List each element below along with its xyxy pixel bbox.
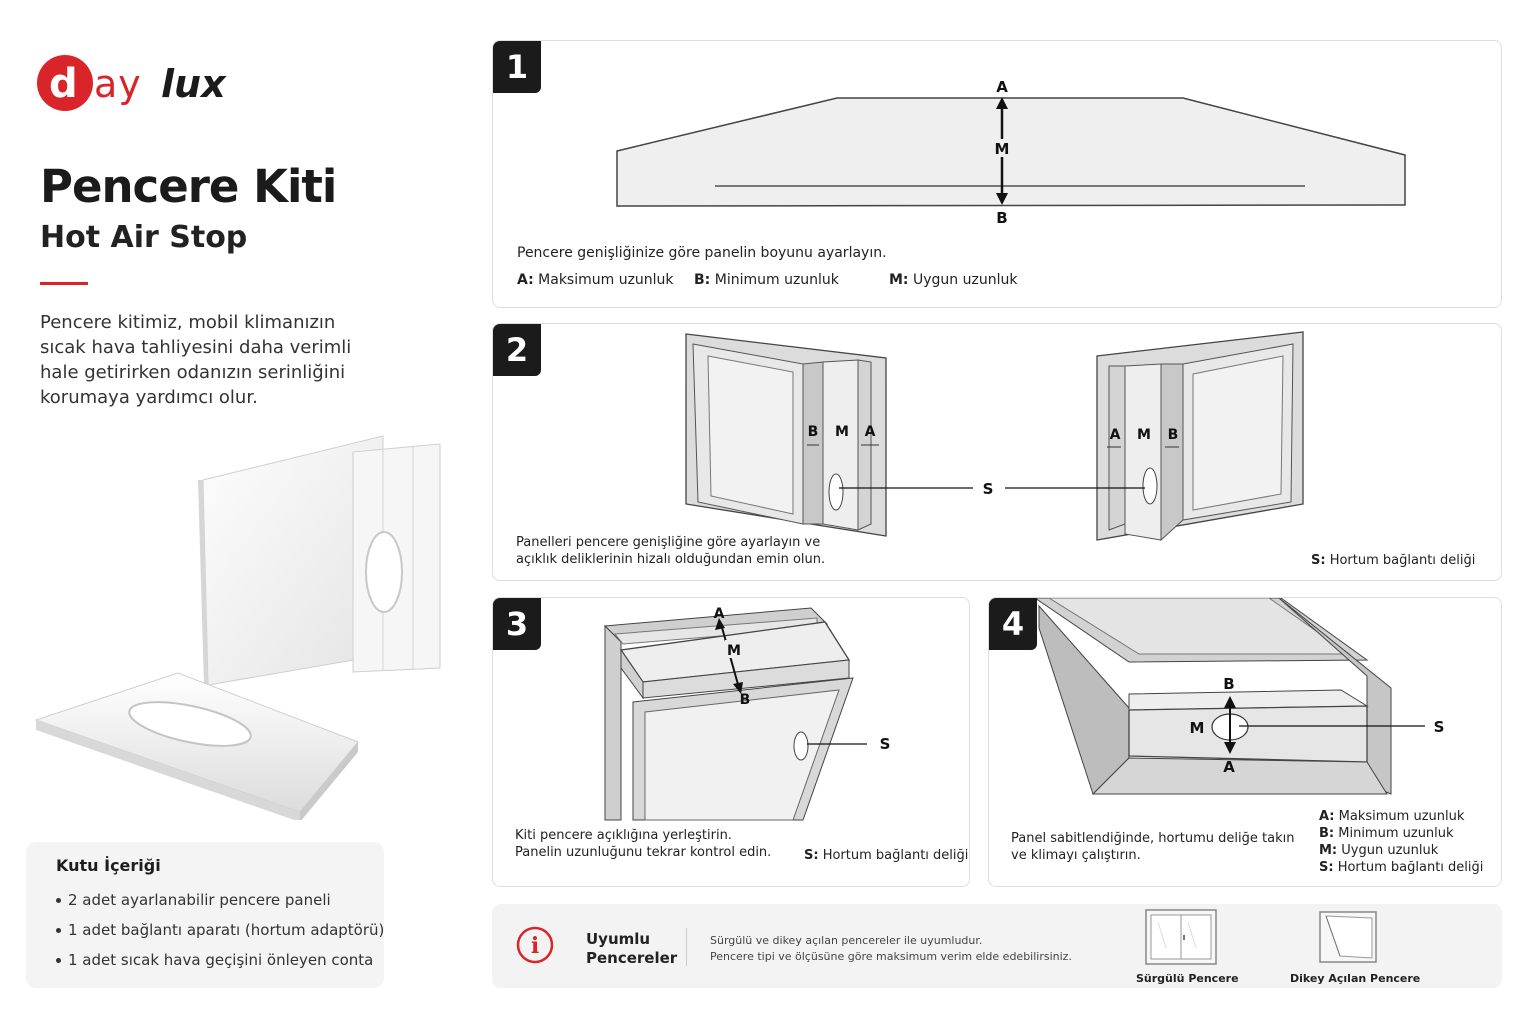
step-4-legend: A: Maksimum uzunluk B: Minimum uzunluk M… <box>1319 809 1484 875</box>
step-1-card: A M B 1 Pencere genişliğinize göre panel… <box>492 40 1502 308</box>
svg-text:B: B <box>808 424 819 440</box>
step-2-legend-s: S: Hortum bağlantı deliği <box>1311 553 1476 568</box>
step-4-card: B M A S 4 Panel sabitlendiğinde, hortumu… <box>988 597 1502 887</box>
compat-title: Uyumlu Pencereler <box>586 930 678 967</box>
svg-text:B: B <box>1223 675 1234 693</box>
step-4-diagram: B M A S <box>1034 598 1445 795</box>
logo-d-letter: d <box>49 61 78 107</box>
sliding-window-icon <box>1145 909 1217 965</box>
step-number: 4 <box>989 598 1037 650</box>
step-3-legend-s: S: Hortum bağlantı deliği <box>804 848 969 863</box>
svg-text:M: M <box>835 424 849 440</box>
svg-text:S: S <box>880 735 891 753</box>
brand-logo: d ay lux <box>36 50 266 116</box>
compatibility-bar: i Uyumlu Pencereler Sürgülü ve dikey açı… <box>492 904 1502 988</box>
step-3-instruction: Kiti pencere açıklığına yerleştirin. Pan… <box>515 828 772 860</box>
box-contents-list: 2 adet ayarlanabilir pencere paneli 1 ad… <box>56 885 384 975</box>
box-contents-heading: Kutu İçeriği <box>56 856 161 875</box>
svg-text:A: A <box>714 606 725 622</box>
svg-text:M: M <box>1190 719 1205 737</box>
step-1-diagram: A M B <box>616 78 1406 227</box>
product-image <box>28 430 468 822</box>
logo-red-circle <box>37 55 93 111</box>
page-subtitle: Hot Air Stop <box>40 220 248 255</box>
product-description: Pencere kitimiz, mobil klimanızın sıcak … <box>40 312 352 408</box>
vertical-window-icon <box>1319 911 1377 963</box>
step-2-instruction: Panelleri pencere genişliğine göre ayarl… <box>516 535 826 567</box>
step-1-legend-b: B: Minimum uzunluk <box>694 272 839 288</box>
logo-text-lux: lux <box>161 62 227 106</box>
label-a: A <box>996 78 1008 96</box>
label-b: B <box>996 209 1007 227</box>
step-1-legend-m: M: Uygun uzunluk <box>889 272 1018 288</box>
step-number: 2 <box>493 324 541 376</box>
logo-text-day: ay <box>94 62 142 106</box>
vertical-window-label: Dikey Açılan Pencere <box>1290 972 1421 985</box>
label-m: M <box>995 140 1010 158</box>
step-3-diagram: A M B S <box>603 606 891 821</box>
svg-text:S: S <box>1434 718 1445 736</box>
svg-text:A: A <box>1110 427 1121 443</box>
svg-text:M: M <box>1137 427 1151 443</box>
info-icon: i <box>516 926 554 964</box>
svg-text:A: A <box>1223 758 1235 776</box>
accent-divider <box>40 282 88 285</box>
step-number: 3 <box>493 598 541 650</box>
compat-description: Sürgülü ve dikey açılan pencereler ile u… <box>710 934 1072 963</box>
svg-text:A: A <box>865 424 876 440</box>
svg-text:i: i <box>531 933 539 959</box>
step-2-card: B M A A M B S 2 Panelleri pencere genişl… <box>492 323 1502 581</box>
compat-divider <box>686 928 687 966</box>
svg-text:M: M <box>727 643 741 659</box>
svg-text:B: B <box>1168 427 1179 443</box>
step-1-instruction: Pencere genişliğinize göre panelin boyun… <box>517 245 887 261</box>
box-contents-card: Kutu İçeriği 2 adet ayarlanabilir pencer… <box>26 842 384 988</box>
step-number: 1 <box>493 41 541 93</box>
list-item: 1 adet sıcak hava geçişini önleyen conta <box>56 945 384 975</box>
step-1-legend-a: A: Maksimum uzunluk <box>517 272 674 288</box>
step-4-instruction: Panel sabitlendiğinde, hortumu deliğe ta… <box>1011 831 1295 863</box>
label-s: S <box>983 480 994 498</box>
step-3-card: A M B S 3 Kiti pencere açıklığına yerleş… <box>492 597 970 887</box>
step-2-diagram: B M A A M B S <box>685 331 1304 542</box>
svg-text:B: B <box>740 692 751 708</box>
list-item: 2 adet ayarlanabilir pencere paneli <box>56 885 384 915</box>
sliding-window-label: Sürgülü Pencere <box>1136 972 1239 985</box>
list-item: 1 adet bağlantı aparatı (hortum adaptörü… <box>56 915 384 945</box>
page-title: Pencere Kiti <box>40 160 337 213</box>
